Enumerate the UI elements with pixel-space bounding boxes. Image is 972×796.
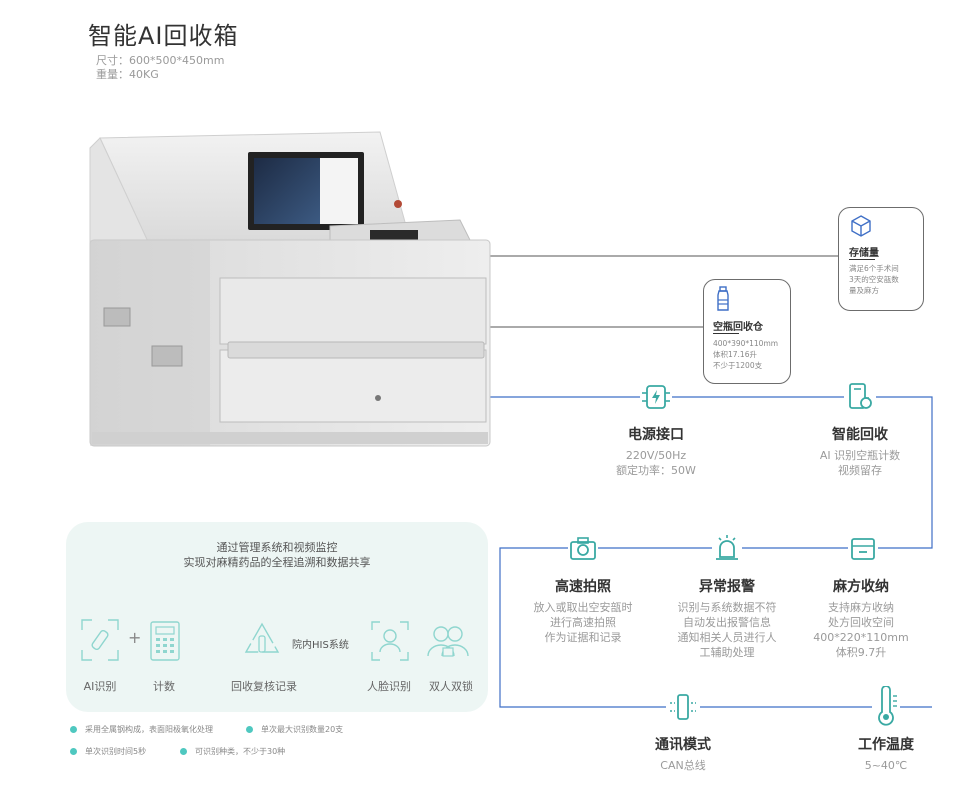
power-line: 额定功率：50W [616, 464, 696, 477]
panel-heading: 通过管理系统和视频监控 实现对麻精药品的全程追溯和数据共享 [66, 540, 488, 570]
bullet-item: 单次最大识别数量20支 [246, 724, 343, 735]
calculator-icon [150, 621, 180, 661]
size-spec: 尺寸：600*500*450mm [96, 54, 225, 67]
smart-line: AI 识别空瓶计数 [819, 449, 901, 462]
temp-feature: 工作温度 5~40℃ [828, 734, 944, 773]
smart-line: 视频留存 [838, 464, 882, 477]
storage-title: 存储量 [849, 248, 879, 259]
bin-desc-line: 不少于1200支 [713, 361, 763, 370]
alarm-feature: 异常报警 识别与系统数据不符 自动发出报警信息 通知相关人员进行人 工辅助处理 [662, 576, 792, 660]
panel-heading-line: 通过管理系统和视频监控 [216, 541, 338, 554]
comm-feature: 通讯模式 CAN总线 [624, 734, 742, 773]
power-title: 电源接口 [628, 427, 684, 443]
plus-sign: + [128, 628, 142, 647]
step-label: 人脸识别 [367, 680, 411, 693]
recycle-box-illustration [89, 131, 491, 447]
temp-line: 5~40℃ [864, 759, 908, 772]
storage-desc-line: 满足6个手术间 [849, 264, 899, 273]
camera-feature: 高速拍照 放入或取出空安瓿时 进行高速拍照 作为证据和记录 [518, 576, 648, 645]
alarm-line: 通知相关人员进行人 [677, 631, 777, 644]
prescription-title: 麻方收纳 [833, 579, 889, 595]
storage-desc-line: 3天的空安瓿数 [849, 275, 899, 284]
bullet-item: 采用全属钢构成，表面阳极氧化处理 [70, 724, 213, 735]
bullet-dot [180, 748, 187, 755]
temp-title: 工作温度 [858, 737, 914, 753]
camera-line: 作为证据和记录 [544, 631, 622, 644]
bullet-text: 可识别种类，不少于30种 [195, 747, 286, 756]
bin-divider [713, 333, 739, 334]
bullet-dot [70, 726, 77, 733]
weight-spec: 重量：40KG [96, 68, 159, 81]
storage-desc: 满足6个手术间 3天的空安瓿数 量及麻方 [849, 263, 899, 296]
storage-divider [849, 259, 875, 260]
prescription-line: 处方回收空间 [828, 616, 894, 629]
traceability-panel [66, 522, 488, 712]
ai-scan-icon [81, 619, 119, 661]
bullet-dot [70, 748, 77, 755]
alarm-icon [712, 533, 742, 563]
bottle-icon [717, 286, 729, 311]
comm-title: 通讯模式 [655, 737, 711, 753]
bullet-text: 采用全属钢构成，表面阳极氧化处理 [85, 725, 213, 734]
drawer-icon [848, 535, 878, 563]
panel-heading-line: 实现对麻精药品的全程追溯和数据共享 [183, 556, 371, 569]
smart-recycle-icon [844, 381, 876, 413]
storage-desc-line: 量及麻方 [849, 286, 879, 295]
comm-icon [666, 691, 700, 723]
step-label: AI识别 [83, 680, 117, 693]
alarm-line: 自动发出报警信息 [683, 616, 771, 629]
bullet-item: 单次识别时间5秒 [70, 746, 146, 757]
power-feature: 电源接口 220V/50Hz 额定功率：50W [596, 424, 716, 478]
bullet-text: 单次识别时间5秒 [85, 747, 147, 756]
recycle-icon [244, 622, 280, 653]
prescription-line: 400*220*110mm [813, 631, 909, 644]
camera-title: 高速拍照 [555, 579, 611, 595]
camera-icon [568, 535, 598, 563]
alarm-line: 识别与系统数据不符 [677, 601, 777, 614]
bin-desc-line: 体积17.16升 [713, 350, 757, 359]
bullet-item: 可识别种类，不少于30种 [180, 746, 285, 757]
power-icon [640, 381, 672, 413]
camera-line: 放入或取出空安瓿时 [533, 601, 633, 614]
step-label: 双人双锁 [429, 680, 473, 693]
alarm-title: 异常报警 [699, 579, 755, 595]
bin-desc: 400*390*110mm 体积17.16升 不少于1200支 [713, 338, 778, 371]
bullet-dot [246, 726, 253, 733]
smart-title: 智能回收 [832, 427, 888, 443]
alarm-line: 工辅助处理 [699, 646, 755, 659]
step-label: 回收复核记录 [231, 680, 297, 693]
box-icon [851, 215, 871, 237]
thermometer-icon [872, 685, 900, 726]
bullet-text: 单次最大识别数量20支 [261, 725, 344, 734]
bin-desc-line: 400*390*110mm [713, 339, 779, 348]
two-person-lock-icon [427, 626, 469, 657]
bin-title: 空瓶回收仓 [713, 322, 763, 333]
comm-line: CAN总线 [660, 759, 706, 772]
camera-line: 进行高速拍照 [550, 616, 616, 629]
storage-callout: 存储量 满足6个手术间 3天的空安瓿数 量及麻方 [838, 207, 924, 311]
prescription-line: 支持麻方收纳 [828, 601, 894, 614]
prescription-feature: 麻方收纳 支持麻方收纳 处方回收空间 400*220*110mm 体积9.7升 [796, 576, 926, 660]
prescription-line: 体积9.7升 [835, 646, 887, 659]
face-scan-icon [371, 621, 409, 661]
his-system-label: 院内HIS系统 [292, 640, 349, 651]
bin-callout: 空瓶回收仓 400*390*110mm 体积17.16升 不少于1200支 [703, 279, 791, 384]
power-line: 220V/50Hz [625, 449, 687, 462]
page-title: 智能AI回收箱 [88, 22, 239, 50]
step-label: 计数 [153, 680, 175, 693]
smart-feature: 智能回收 AI 识别空瓶计数 视频留存 [800, 424, 920, 478]
